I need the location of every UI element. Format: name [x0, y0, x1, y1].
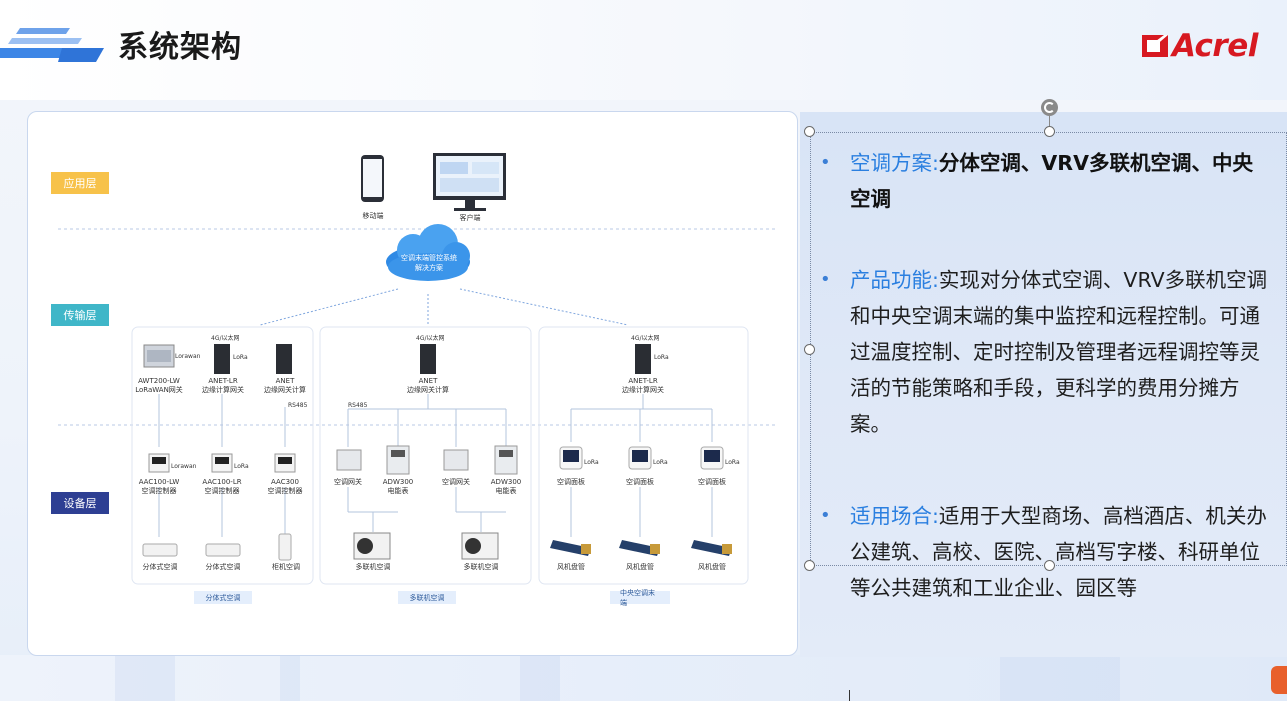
gw1-desc: LoRaWAN网关	[135, 386, 183, 394]
g3-gw-model: ANET-LR	[628, 377, 658, 385]
dev2-model: AAC100-LR	[202, 478, 242, 486]
g3-p3-tag: LoRa	[725, 459, 740, 466]
logo-text: Acrel	[1172, 28, 1258, 64]
bullet-label: 适用场合:	[850, 504, 939, 528]
g2-d1: 空调网关	[334, 478, 362, 486]
g2-gw-desc: 边缘网关计算	[407, 386, 449, 394]
g3-f3: 风机盘管	[698, 563, 726, 571]
bullet-text: 实现对分体式空调、VRV多联机空调和中央空调末端的集中监控和远程控制。可通过温度…	[850, 268, 1268, 436]
app-corner-icon[interactable]	[1271, 666, 1287, 694]
layer-tag-transport: 传输层	[51, 304, 109, 326]
g2-ac2: 多联机空调	[463, 563, 499, 571]
g3-gw-desc: 边缘计算网关	[622, 386, 664, 394]
bullet-label: 产品功能:	[850, 268, 939, 292]
dev3-desc: 空调控制器	[267, 487, 303, 495]
g3-p1: 空调面板	[557, 478, 585, 486]
layer-tag-device: 设备层	[51, 492, 109, 514]
gw1-model: AWT200-LW	[138, 377, 180, 385]
net-label-2: 4G/以太网	[416, 335, 445, 342]
text-panel	[800, 112, 1287, 657]
resize-handle-bottom[interactable]	[1044, 560, 1055, 571]
rotate-handle-icon[interactable]	[1041, 99, 1058, 116]
gw1-tag: Lorawan	[175, 353, 201, 360]
g2-d4-desc: 电能表	[495, 487, 517, 495]
g3-p2-tag: LoRa	[653, 459, 668, 466]
bullet-dot-icon: •	[820, 269, 831, 290]
resize-handle-top[interactable]	[1044, 126, 1055, 137]
ac3-label: 柜机空调	[272, 563, 300, 571]
acrel-logo-icon	[1142, 35, 1168, 57]
rs485-label-1: RS485	[288, 402, 308, 409]
group-label-vrv: 多联机空调	[398, 591, 456, 604]
dev3-model: AAC300	[271, 478, 299, 486]
group-label-split: 分体式空调	[194, 591, 252, 604]
g3-gw-tag: LoRa	[654, 354, 669, 361]
net-label-3: 4G/以太网	[631, 335, 660, 342]
net-label-1: 4G/以太网	[211, 335, 240, 342]
dev1-tag: Lorawan	[171, 463, 197, 470]
g2-d2-model: ADW300	[382, 478, 414, 486]
dev2-tag: LoRa	[234, 463, 249, 470]
bullet-label: 空调方案:	[850, 151, 939, 175]
gw2-tag: LoRa	[233, 354, 248, 361]
cloud-title: 空调末端管控系统	[401, 254, 457, 262]
rotate-stem	[1049, 116, 1050, 132]
g2-ac1: 多联机空调	[355, 563, 391, 571]
footer-background	[0, 655, 1287, 701]
g3-f1: 风机盘管	[557, 563, 585, 571]
text-cursor	[849, 690, 850, 701]
bullet-dot-icon: •	[820, 152, 831, 173]
g3-p3: 空调面板	[698, 478, 726, 486]
gw3-desc: 边缘网关计算	[264, 386, 306, 394]
cloud-subtitle: 解决方案	[415, 264, 443, 272]
title-decoration-icon	[0, 28, 104, 62]
group-label-central: 中央空调末端	[610, 589, 670, 607]
dev1-desc: 空调控制器	[141, 487, 177, 495]
g2-d3: 空调网关	[442, 478, 470, 486]
resize-handle-top-left[interactable]	[804, 126, 815, 137]
g3-f2: 风机盘管	[626, 563, 654, 571]
rs485-label-2: RS485	[348, 402, 368, 409]
gw2-desc: 边缘计算网关	[202, 386, 244, 394]
ac1-label: 分体式空调	[142, 563, 178, 571]
g3-p1-tag: LoRa	[584, 459, 599, 466]
bullet-strong-text: 分体空调、VRV多联机空调、中央空调	[850, 151, 1253, 211]
architecture-diagram: 应用层 传输层 设备层 移动端 客户端 空调末端管控系统 解决方案 4G/以太网…	[27, 111, 798, 656]
resize-handle-left[interactable]	[804, 344, 815, 355]
mobile-label: 移动端	[362, 212, 384, 220]
g3-p2: 空调面板	[626, 478, 654, 486]
page-title: 系统架构	[118, 30, 242, 65]
g2-d2-desc: 电能表	[387, 487, 409, 495]
bullet-scenario[interactable]: • 适用场合:适用于大型商场、高档酒店、机关办公建筑、高校、医院、高档写字楼、科…	[820, 498, 1270, 606]
header-background	[0, 0, 1287, 100]
acrel-logo: Acrel	[1140, 28, 1258, 64]
bullet-solution[interactable]: • 空调方案:分体空调、VRV多联机空调、中央空调	[820, 145, 1270, 217]
bullet-text: 适用于大型商场、高档酒店、机关办公建筑、高校、医院、高档写字楼、科研单位等公共建…	[850, 504, 1267, 600]
layer-tag-app: 应用层	[51, 172, 109, 194]
gw3-model: ANET	[275, 377, 295, 385]
bullet-dot-icon: •	[820, 505, 831, 526]
bullet-function[interactable]: • 产品功能:实现对分体式空调、VRV多联机空调和中央空调末端的集中监控和远程控…	[820, 262, 1270, 442]
diagram-lines	[58, 153, 778, 585]
pc-label: 客户端	[459, 214, 481, 222]
dev2-desc: 空调控制器	[204, 487, 240, 495]
g2-d4-model: ADW300	[490, 478, 522, 486]
dev1-model: AAC100-LW	[138, 478, 180, 486]
ac2-label: 分体式空调	[205, 563, 241, 571]
gw2-model: ANET-LR	[208, 377, 238, 385]
resize-handle-bottom-left[interactable]	[804, 560, 815, 571]
g2-gw-model: ANET	[418, 377, 438, 385]
